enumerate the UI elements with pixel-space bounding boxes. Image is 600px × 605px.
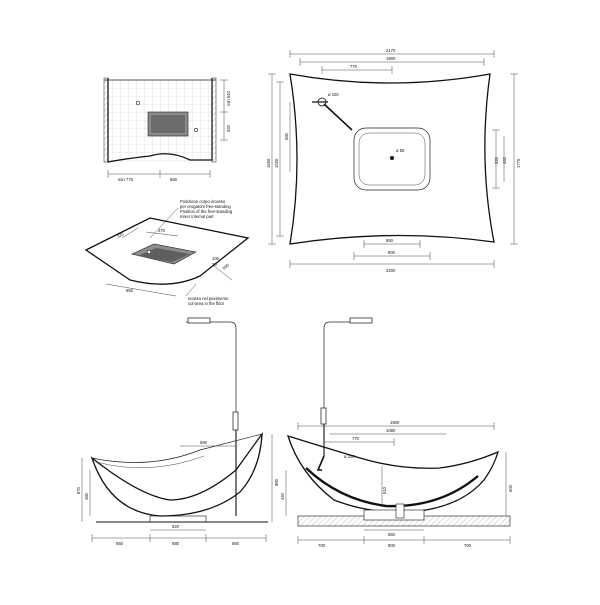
wall-hatch-right bbox=[211, 77, 217, 163]
tub-outline bbox=[289, 73, 495, 245]
mixer-point-icon bbox=[194, 128, 198, 132]
dim-room-height: min 640 bbox=[226, 90, 231, 106]
dim-basin-width: 650 bbox=[386, 238, 394, 243]
iso-floor-note-en: cut-area in the floor bbox=[188, 301, 225, 306]
dim-section-plinth: 650 bbox=[388, 532, 396, 537]
drain-icon bbox=[390, 156, 394, 160]
tub-plinth bbox=[149, 515, 207, 523]
drain-pipe-icon bbox=[395, 503, 405, 519]
section-plinth bbox=[363, 509, 425, 521]
drain-point-icon bbox=[135, 100, 141, 106]
dim-iso-c: 650 bbox=[126, 288, 134, 293]
dim-iso-b: 270 bbox=[158, 228, 166, 233]
room-plan-view: min 775 650 min 640 520 bbox=[103, 77, 231, 182]
dim-section-height-right: 600 bbox=[508, 484, 513, 492]
dim-section-mid: 1080 bbox=[386, 428, 396, 433]
dim-bottom-width: 2200 bbox=[386, 268, 396, 273]
dim-basin-depth: 900 bbox=[388, 250, 396, 255]
dim-iso-e: 100 bbox=[212, 256, 220, 261]
top-plan-view: ø 100 ø 50 2170 1900 770 650 900 2200 16… bbox=[266, 48, 521, 273]
dim-section-height-left: 440 bbox=[280, 492, 285, 500]
dim-depth-inner: 1520 bbox=[274, 158, 279, 168]
dim-section-depth: 510 bbox=[382, 486, 387, 494]
dim-front-height-right: 880 bbox=[274, 478, 279, 486]
dim-front-base: 620 bbox=[172, 524, 180, 529]
dim-section-offset: 770 bbox=[352, 436, 360, 441]
dim-drain-diameter: ø 50 bbox=[396, 148, 405, 153]
isometric-view: 320 270 650 500 100 20 Posizione corpo i… bbox=[84, 199, 250, 306]
section-shower-head-icon bbox=[349, 317, 373, 324]
dim-overall-depth-outer: 1770 bbox=[516, 158, 521, 168]
iso-note-it-1: Posizione corpo incasso bbox=[180, 199, 226, 204]
dim-inner-width: 1900 bbox=[386, 56, 396, 61]
dim-front-height-left: 870 bbox=[76, 486, 81, 494]
dim-room-width: 650 bbox=[170, 177, 178, 182]
dim-overall-depth: 1650 bbox=[266, 158, 271, 168]
iso-drain-icon bbox=[146, 249, 152, 255]
shower-head-icon bbox=[187, 317, 211, 324]
dim-iso-d: 500 bbox=[221, 262, 230, 271]
iso-note-en-1: Position of the free-standing bbox=[180, 209, 233, 214]
tub-section-outline bbox=[287, 435, 500, 513]
dim-section-top: 1900 bbox=[390, 420, 400, 425]
tub-front-outline bbox=[90, 431, 263, 517]
iso-note-it-2: per erogatore free-standing bbox=[180, 204, 231, 209]
iso-floor-note-it: scasso nel pavimento bbox=[188, 296, 229, 301]
dim-front-right: 560 bbox=[232, 541, 240, 546]
dim-front-bottom: 680 bbox=[172, 541, 180, 546]
dim-room-side: 520 bbox=[226, 124, 231, 132]
dim-mixer-offset: 770 bbox=[350, 64, 358, 69]
section-view: 1900 1080 770 ø 100 510 650 700 900 700 … bbox=[280, 317, 513, 548]
mixer-handle-icon bbox=[232, 411, 239, 431]
dim-overall-width: 2170 bbox=[386, 48, 396, 53]
front-elevation-view: 580 620 560 680 560 870 480 880 bbox=[76, 317, 279, 546]
dim-mixer-diameter: ø 100 bbox=[328, 92, 339, 97]
dim-section-mixer: ø 100 bbox=[344, 454, 355, 459]
dim-basin-height: 520 bbox=[494, 156, 499, 164]
dim-front-basin: 580 bbox=[200, 440, 208, 445]
dim-section-right: 700 bbox=[464, 543, 472, 548]
dim-room-left: min 775 bbox=[118, 177, 134, 182]
wall-hatch-left bbox=[103, 77, 109, 163]
iso-note-en-2: mixer internal part bbox=[180, 214, 214, 219]
dim-front-height-inner: 480 bbox=[84, 492, 89, 500]
dim-section-bottom: 900 bbox=[388, 543, 396, 548]
dim-section-left: 700 bbox=[318, 543, 326, 548]
dim-basin-inner: 440 bbox=[502, 156, 507, 164]
dim-iso-a: 320 bbox=[116, 231, 125, 239]
dim-depth-mid: 580 bbox=[284, 132, 289, 140]
basin-outline bbox=[353, 127, 431, 191]
dim-front-left: 560 bbox=[116, 541, 124, 546]
dim-iso-f: 20 bbox=[212, 262, 217, 267]
